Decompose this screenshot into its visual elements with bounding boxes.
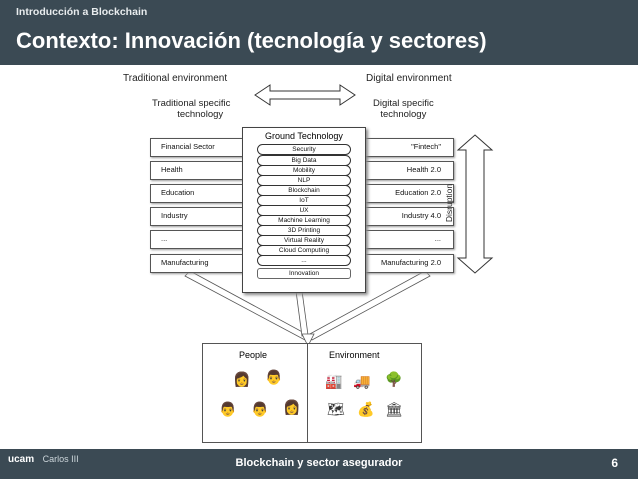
ground-item: ... bbox=[257, 255, 351, 266]
ground-item: Security bbox=[257, 144, 351, 155]
truck-icon: 🚚 bbox=[353, 373, 371, 389]
traditional-environment-label: Traditional environment bbox=[123, 73, 228, 84]
right-row-label: Industry 4.0 bbox=[401, 211, 441, 220]
person-icon: 👨 bbox=[219, 401, 237, 417]
traditional-specific-line2: technology bbox=[177, 109, 224, 120]
right-row-fintech: "Fintech" bbox=[352, 138, 454, 157]
page-number: 6 bbox=[611, 456, 618, 470]
traditional-specific-line1: Traditional specific bbox=[152, 98, 231, 109]
right-row-label: Health 2.0 bbox=[406, 165, 441, 174]
right-row-label: Manufacturing 2.0 bbox=[380, 258, 441, 267]
digital-specific-line2: technology bbox=[380, 109, 427, 120]
bank-icon: 🏛 bbox=[385, 401, 403, 417]
left-row-label: Industry bbox=[161, 211, 188, 220]
traditional-specific-label: Traditional specific technology bbox=[152, 98, 230, 120]
right-row-label: "Fintech" bbox=[411, 142, 441, 151]
logo-right-text: Carlos III bbox=[42, 454, 79, 464]
left-row-financial: Financial Sector bbox=[150, 138, 256, 157]
left-row-label: Financial Sector bbox=[161, 142, 215, 151]
disruption-arrow bbox=[456, 134, 494, 274]
top-double-arrow bbox=[254, 84, 356, 106]
right-row-education: Education 2.0 bbox=[352, 184, 454, 203]
digital-environment-label: Digital environment bbox=[366, 73, 452, 84]
left-row-health: Health bbox=[150, 161, 256, 180]
ground-technology-box: Ground Technology Security Big Data Mobi… bbox=[242, 127, 366, 293]
right-row-label: ... bbox=[434, 234, 441, 243]
factory-icon: 🏭 bbox=[325, 373, 343, 389]
left-row-label: Manufacturing bbox=[161, 258, 209, 267]
left-row-industry: Industry bbox=[150, 207, 256, 226]
person-icon: 👨 bbox=[265, 369, 283, 385]
slide-subtitle: Introducción a Blockchain bbox=[16, 6, 148, 18]
left-row-ellipsis: ... bbox=[150, 230, 256, 249]
right-row-manufacturing: Manufacturing 2.0 bbox=[352, 254, 454, 273]
box-divider bbox=[307, 344, 308, 442]
tree-icon: 🌳 bbox=[385, 371, 403, 387]
slide-header: Introducción a Blockchain Contexto: Inno… bbox=[0, 0, 638, 65]
environment-label: Environment bbox=[329, 350, 380, 360]
people-label: People bbox=[239, 350, 268, 360]
right-row-label: Education 2.0 bbox=[395, 188, 441, 197]
person-icon: 👩 bbox=[283, 399, 301, 415]
slide-title: Contexto: Innovación (tecnología y secto… bbox=[16, 28, 487, 53]
left-row-label: Health bbox=[161, 165, 183, 174]
money-bag-icon: 💰 bbox=[357, 401, 375, 417]
logo-left-text: ucam bbox=[8, 454, 35, 465]
ground-item-innovation: Innovation bbox=[257, 268, 351, 279]
ground-technology-title: Ground Technology bbox=[265, 131, 343, 141]
disruption-label: Disruption bbox=[444, 183, 455, 223]
right-row-health: Health 2.0 bbox=[352, 161, 454, 180]
people-environment-box: People Environment 👩 👨 👨 👨 👩 🏭 🚚 🌳 🗺 💰 🏛 bbox=[202, 343, 422, 443]
left-row-education: Education bbox=[150, 184, 256, 203]
map-icon: 🗺 bbox=[327, 401, 345, 417]
digital-specific-line1: Digital specific bbox=[373, 98, 434, 109]
person-icon: 👨 bbox=[251, 401, 269, 417]
digital-specific-label: Digital specific technology bbox=[373, 98, 434, 120]
person-icon: 👩 bbox=[233, 371, 251, 387]
footer-text: Blockchain y sector asegurador bbox=[235, 457, 403, 469]
slide-footer: ucam Carlos III Blockchain y sector aseg… bbox=[0, 449, 638, 479]
left-row-label: Education bbox=[161, 188, 195, 197]
university-logo: ucam Carlos III bbox=[8, 454, 79, 465]
right-row-ellipsis: ... bbox=[352, 230, 454, 249]
right-row-industry: Industry 4.0 bbox=[352, 207, 454, 226]
left-row-label: ... bbox=[161, 234, 168, 243]
left-row-manufacturing: Manufacturing bbox=[150, 254, 256, 273]
